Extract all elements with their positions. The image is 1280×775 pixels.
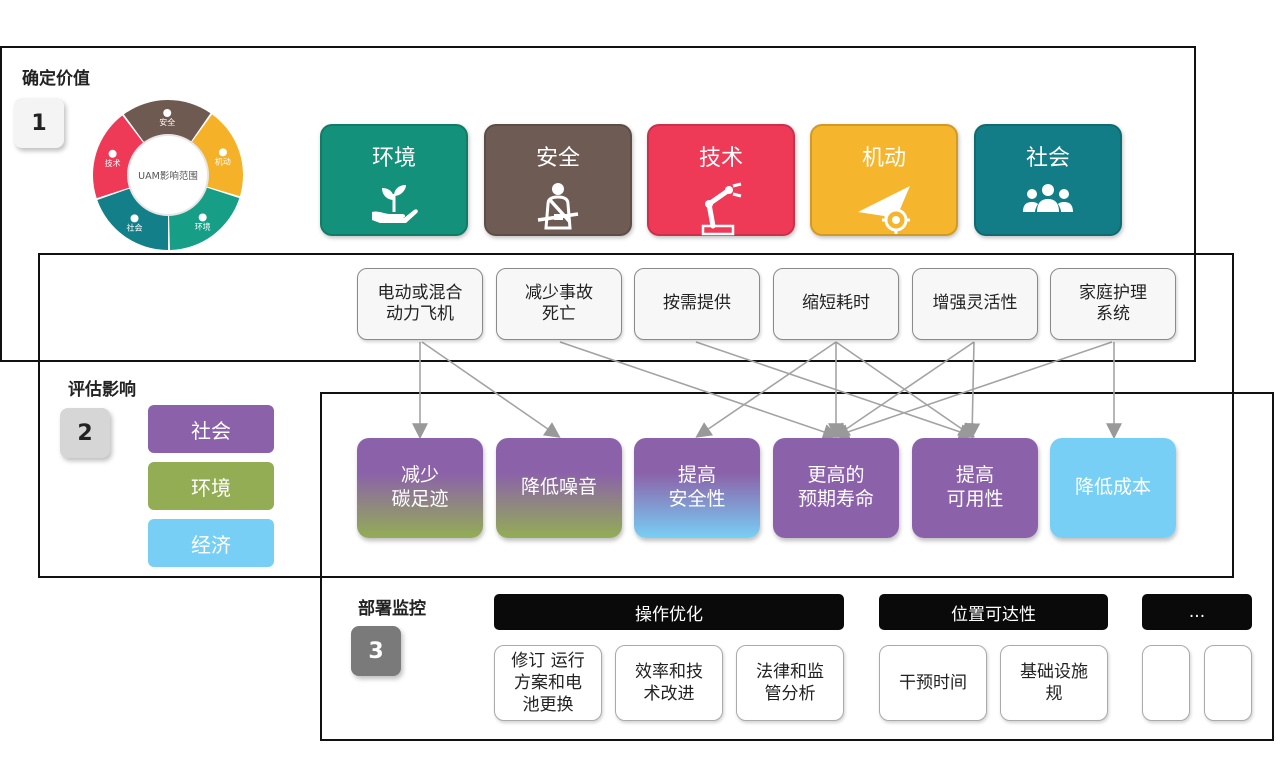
category-society: 社会 — [974, 124, 1122, 236]
plane-gear-icon — [218, 148, 227, 157]
people-icon — [130, 214, 139, 223]
legend-society: 社会 — [148, 405, 274, 453]
seatbelt-icon — [532, 182, 584, 234]
plant-hand-icon — [198, 213, 207, 222]
task-schedule-battery: 修订 运行 方案和电 池更换 — [494, 645, 602, 721]
feature-time-saving: 缩短耗时 — [773, 268, 899, 340]
feature-flexibility: 增强灵活性 — [912, 268, 1038, 340]
category-environment: 环境 — [320, 124, 468, 236]
task-placeholder-1 — [1142, 645, 1190, 721]
wheel-segment-label: 技术 — [105, 158, 121, 168]
section3-title: 部署监控 — [358, 599, 426, 619]
plane-gear-icon — [854, 182, 914, 240]
category-safety: 安全 — [484, 124, 632, 236]
group-bar-more: ... — [1142, 594, 1252, 630]
seatbelt-icon — [163, 109, 172, 118]
section2-frame — [38, 253, 1234, 578]
step-badge-2: 2 — [60, 408, 110, 458]
wheel-segment — [191, 114, 243, 197]
category-label: 环境 — [371, 146, 416, 171]
group-bar-accessibility: 位置可达性 — [879, 594, 1108, 630]
category-technology: 技术 — [647, 124, 795, 236]
task-infrastructure: 基础设施 规 — [1000, 645, 1108, 721]
outcome-safety: 提高 安全性 — [634, 438, 760, 538]
wheel-center-label: UAM影响范围 — [138, 170, 198, 182]
wheel-segment — [93, 115, 144, 199]
robot-arm-icon — [108, 149, 117, 158]
legend-environment: 环境 — [148, 462, 274, 510]
feature-fewer-fatalities: 减少事故 死亡 — [496, 268, 622, 340]
outcome-noise: 降低噪音 — [496, 438, 622, 538]
category-label: 机动 — [861, 146, 906, 171]
task-efficiency: 效率和技 术改进 — [615, 645, 723, 721]
people-icon — [1020, 182, 1076, 222]
wheel-segment-label: 社会 — [127, 222, 143, 232]
category-mobility: 机动 — [810, 124, 958, 236]
task-placeholder-2 — [1204, 645, 1252, 721]
plant-hand-icon — [368, 182, 420, 230]
category-label: 社会 — [1025, 146, 1070, 171]
robot-arm-icon — [695, 182, 747, 240]
group-bar-operations: 操作优化 — [494, 594, 844, 630]
section1-title: 确定价值 — [22, 69, 90, 89]
outcome-life-expectancy: 更高的 预期寿命 — [773, 438, 899, 538]
legend-economy: 经济 — [148, 519, 274, 567]
feature-on-demand: 按需提供 — [634, 268, 760, 340]
task-regulation: 法律和监 管分析 — [736, 645, 844, 721]
wheel-segment-label: 安全 — [159, 117, 175, 127]
task-intervention-time: 干预时间 — [879, 645, 987, 721]
step-badge-3: 3 — [351, 626, 401, 676]
wheel-segment-label: 机动 — [215, 156, 231, 166]
step-badge-1: 1 — [14, 98, 64, 148]
wheel-segment-label: 环境 — [195, 221, 211, 231]
outcome-cost: 降低成本 — [1050, 438, 1176, 538]
category-label: 技术 — [698, 146, 743, 171]
feature-home-care: 家庭护理 系统 — [1050, 268, 1176, 340]
feature-electric-aircraft: 电动或混合 动力飞机 — [357, 268, 483, 340]
section2-title: 评估影响 — [68, 380, 136, 400]
outcome-availability: 提高 可用性 — [912, 438, 1038, 538]
wheel-segment — [123, 100, 211, 143]
category-label: 安全 — [535, 146, 580, 171]
outcome-carbon: 减少 碳足迹 — [357, 438, 483, 538]
